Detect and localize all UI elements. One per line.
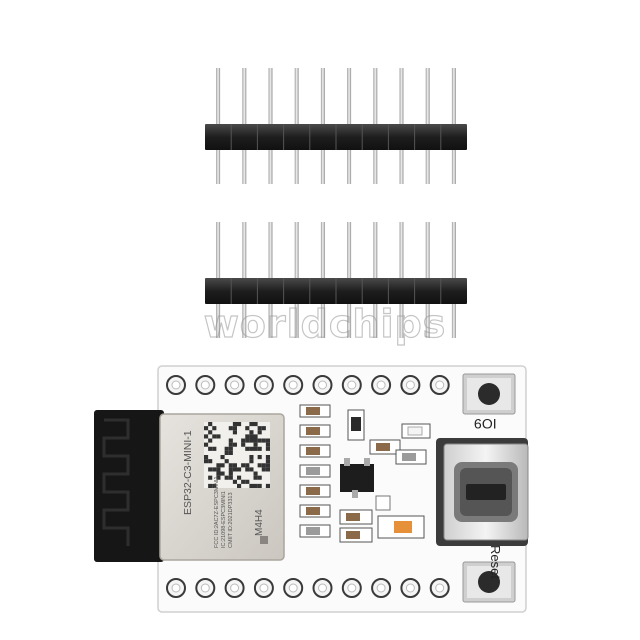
module-ic: IC:21098-ESPC3MINI1	[221, 491, 227, 548]
usb-c-connector	[436, 438, 529, 546]
top-pad-row	[166, 375, 450, 395]
module-fcc: FCC ID:2AC7Z-ESPC3MINI1	[214, 476, 220, 548]
esp32-c3-board: ESP32-C3-MINI-1 FCC ID:2AC7Z-ESPC3MINI1 …	[94, 365, 529, 613]
watermark: worldchips	[203, 301, 447, 346]
module-label: ESP32-C3-MINI-1	[182, 430, 194, 515]
antenna	[94, 410, 164, 562]
reset-label: Reset	[488, 545, 503, 579]
qr-code	[204, 422, 270, 488]
pin-header-strip-1	[205, 68, 467, 184]
bottom-pad-row	[166, 578, 450, 598]
button-reset	[462, 561, 516, 603]
antenna-traces	[102, 418, 130, 546]
io9-label: IO9	[474, 416, 497, 432]
pin-header-strip-2	[205, 222, 467, 338]
button-io9	[462, 373, 516, 415]
module-cmiit: CMIIT ID:2021DP3313	[228, 492, 234, 548]
smd-components	[299, 404, 431, 543]
module-code: M4H4	[254, 509, 265, 536]
